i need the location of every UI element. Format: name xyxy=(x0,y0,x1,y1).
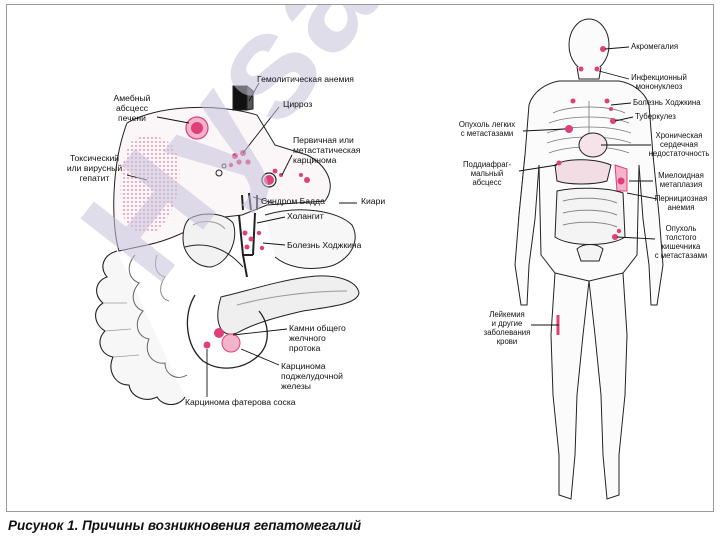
liver-body xyxy=(554,159,612,185)
hemolytic-marker xyxy=(232,85,248,111)
body-figure xyxy=(514,18,664,500)
head xyxy=(568,18,610,72)
label-acromegaly: Акромегалия xyxy=(631,42,679,51)
right-leg xyxy=(588,272,628,500)
label-budd-syndrome: Синдром Бадда xyxy=(261,196,325,206)
stomach xyxy=(264,209,356,270)
carcinoma-nodules xyxy=(264,168,310,185)
pancreas xyxy=(217,275,360,335)
right-arm xyxy=(638,154,664,306)
bladder xyxy=(576,244,604,262)
label-hemolytic-anemia: Гемолитическая анемия xyxy=(257,74,354,84)
label-tuberculosis: Туберкулез xyxy=(635,112,676,121)
label-hodgkin-left: Болезнь Ходжкина xyxy=(287,240,362,250)
label-cholangitis: Холангит xyxy=(287,211,324,221)
liver-panel xyxy=(95,82,360,406)
figure-frame: Hysat 2A Гемолитическая анемия Амебныйаб… xyxy=(6,4,714,512)
gallbladder xyxy=(182,213,236,268)
left-leg xyxy=(550,272,590,500)
label-cirrhosis: Цирроз xyxy=(283,99,313,109)
colon xyxy=(95,250,186,406)
toxic-hepatitis-area xyxy=(120,136,180,234)
label-hodgkin-right: Болезнь Ходжкина xyxy=(633,98,701,107)
left-arm xyxy=(514,154,540,306)
duodenum xyxy=(186,294,268,369)
pancreas-tumor xyxy=(221,333,241,353)
anatomy-illustration xyxy=(95,18,664,500)
bile-duct xyxy=(238,212,256,278)
label-vater-carcinoma: Карцинома фатерова соска xyxy=(185,397,296,407)
disease-markers xyxy=(556,46,625,240)
label-chiari: Киари xyxy=(361,196,386,206)
figure-caption: Рисунок 1. Причины возникновения гепатом… xyxy=(8,518,362,533)
vater-tumor xyxy=(203,341,211,349)
